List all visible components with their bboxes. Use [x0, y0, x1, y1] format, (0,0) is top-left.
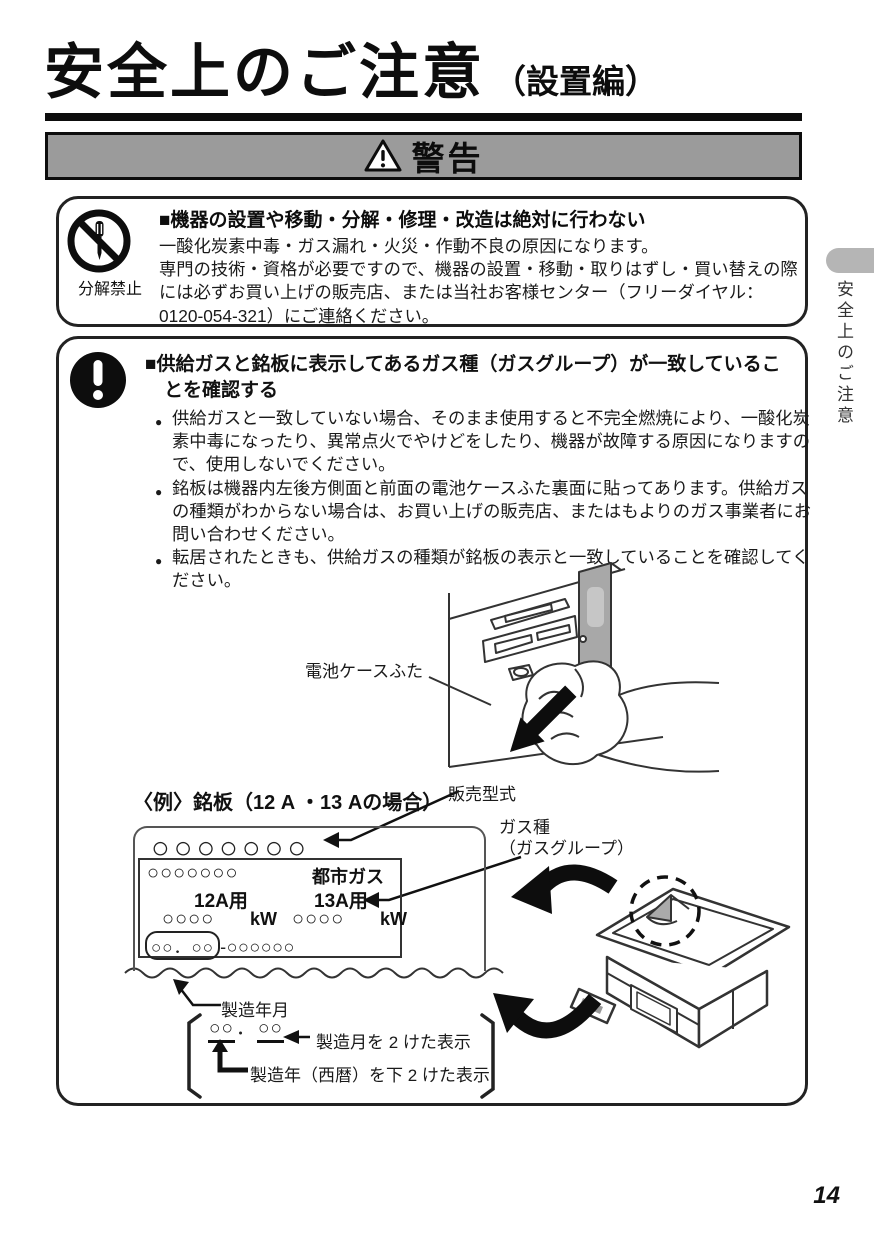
exclamation-icon	[69, 351, 155, 409]
nameplate-example-title: 〈例〉銘板（12 A ・13 Aの場合）	[133, 792, 443, 814]
warning-banner: 警告	[45, 132, 802, 180]
page-title: 安全上のご注意（設置編）	[44, 24, 658, 111]
title-rule	[45, 113, 802, 121]
battery-case-illustration	[428, 562, 720, 773]
bullet-item: ● 供給ガスと一致していない場合、そのまま使用すると不完全燃焼により、一酸化炭素…	[155, 407, 821, 477]
city-gas-label: 都市ガス	[312, 867, 384, 887]
serial-separator: -	[220, 937, 227, 957]
nameplate-inner-box: ○○○○○○○ 都市ガス 12A用 13A用 ○○○○ kW ○○○○ kW ○…	[138, 858, 407, 960]
bullet-text: 銘板は機器内左後方側面と前面の電池ケースふた裏面に貼ってあります。供給ガスの種類…	[172, 477, 812, 545]
mandatory-icon-block	[69, 351, 155, 409]
appliance-illustration	[569, 875, 791, 1049]
date-dot: ．	[235, 1018, 256, 1039]
prohibition-icon-label: 分解禁止	[77, 281, 142, 298]
bullet-marker: ●	[155, 415, 163, 429]
date-year-digits: ○○	[208, 1018, 235, 1043]
gas-type-label-line1: ガス種	[499, 818, 550, 837]
year-note-label: 製造年（西暦）を下 2 けた表示	[250, 1066, 490, 1085]
warning-box-gas-type: ■供給ガスと銘板に表示してあるガス種（ガスグループ）が一致しているこ とを確認す…	[56, 336, 811, 1106]
mfg-date-label: 製造年月	[221, 1001, 289, 1020]
no-disassembly-icon	[67, 209, 153, 273]
bullet-text: 供給ガスと一致していない場合、そのまま使用すると不完全燃焼により、一酸化炭素中毒…	[172, 408, 811, 475]
gas-type-label-line2: （ガスグループ）	[499, 839, 634, 858]
bullet-marker: ●	[155, 554, 163, 569]
kw-circles-right: ○○○○	[292, 908, 345, 930]
nameplate-example: ○○○○○○○ ○○○○○○○ 都市ガス 12A用 13A用 ○○○○ kW ○…	[133, 826, 486, 971]
box1-heading: ■機器の設置や移動・分解・修理・改造は絶対に行わない	[159, 210, 646, 231]
battery-lid-label: 電池ケースふた	[305, 662, 424, 681]
side-tab-label: 安全上のご注意	[834, 280, 853, 427]
month-note-label: 製造月を 2 けた表示	[316, 1033, 471, 1052]
bullet-text: 転居されたときも、供給ガスの種類が銘板の表示と一致していることを確認してください…	[172, 547, 810, 591]
model-label: 販売型式	[448, 785, 516, 804]
use-13a-label: 13A用	[314, 891, 368, 912]
kw-unit-right: kW	[380, 909, 407, 929]
curved-arrow-bottom	[493, 993, 602, 1039]
kw-unit-left: kW	[250, 909, 277, 929]
bullet-item: ● 転居されたときも、供給ガスの種類が銘板の表示と一致していることを確認してくだ…	[155, 546, 821, 592]
page-title-main: 安全上のご注意	[44, 39, 485, 106]
bullet-item: ● 銘板は機器内左後方側面と前面の電池ケースふた裏面に貼ってあります。供給ガスの…	[155, 477, 821, 547]
warning-box-disassembly: 分解禁止 ■機器の設置や移動・分解・修理・改造は絶対に行わない 一酸化炭素中毒・…	[56, 196, 808, 327]
mfg-date-boxed: ○○．○○	[145, 931, 221, 960]
pull-arrow-icon	[509, 685, 577, 753]
box1-body: 一酸化炭素中毒・ガス漏れ・火災・作動不良の原因になります。 専門の技術・資格が必…	[159, 236, 798, 326]
date-month-digits: ○○	[256, 1018, 284, 1043]
box2-heading-line2: とを確認する	[164, 380, 279, 401]
page-number: 14	[813, 1182, 840, 1209]
nameplate-row2-circles: ○○○○○○○	[147, 862, 239, 884]
use-12a-label: 12A用	[194, 891, 248, 912]
box2-heading: ■供給ガスと銘板に表示してあるガス種（ガスグループ）が一致しているこ とを確認す…	[145, 352, 805, 404]
box1-text: ■機器の設置や移動・分解・修理・改造は絶対に行わない 一酸化炭素中毒・ガス漏れ・…	[159, 208, 807, 328]
bullet-marker: ●	[155, 484, 163, 499]
warning-banner-label: 警告	[411, 140, 484, 177]
warning-triangle-icon	[364, 139, 402, 173]
page-title-suffix: （設置編）	[493, 63, 658, 100]
prohibition-icon-block: 分解禁止	[67, 209, 153, 299]
curved-arrow-top	[511, 864, 618, 914]
box2-heading-line1: ■供給ガスと銘板に表示してあるガス種（ガスグループ）が一致しているこ	[145, 354, 781, 375]
serial-circles: ○○○○○○	[226, 937, 295, 957]
side-tab	[826, 248, 874, 273]
box2-bullets: ● 供給ガスと一致していない場合、そのまま使用すると不完全燃焼により、一酸化炭素…	[155, 407, 821, 593]
date-format-sample: ○○．○○	[208, 1013, 284, 1043]
kw-circles-left: ○○○○	[162, 908, 215, 930]
